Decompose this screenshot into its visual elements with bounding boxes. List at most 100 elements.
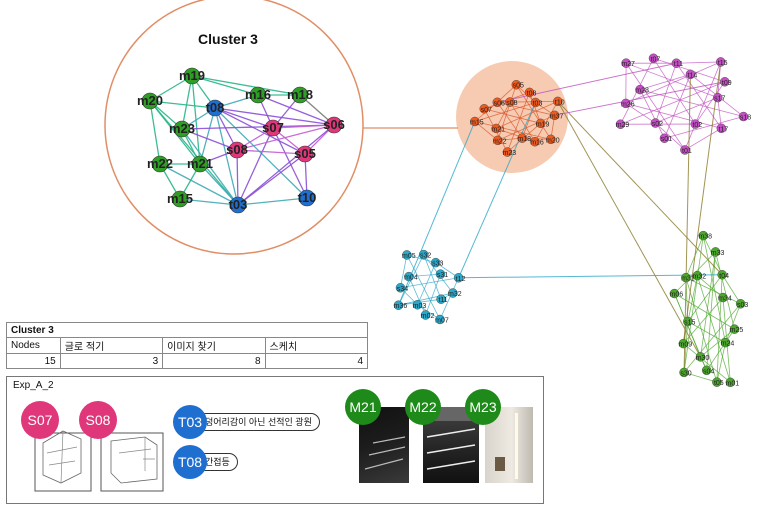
network-inter-edge bbox=[554, 81, 725, 116]
zoom-title: Cluster 3 bbox=[198, 31, 258, 47]
network-edge-pink bbox=[664, 74, 691, 139]
network-node-s04 bbox=[701, 365, 712, 376]
network-node-label-m26: m26 bbox=[621, 101, 635, 108]
exp-panel: Exp_A_2 S07 S08 덩어리감이 아닌 선적인 광원 T03 간접등 … bbox=[6, 376, 544, 504]
network-node-t15 bbox=[715, 57, 726, 67]
zoom-edge bbox=[236, 149, 239, 206]
badge-m23: M23 bbox=[465, 389, 501, 425]
network-edge-orange bbox=[474, 121, 499, 141]
network-node-s15 bbox=[683, 316, 693, 327]
network-edge-pink bbox=[620, 81, 725, 125]
network-node-t11 bbox=[671, 58, 682, 68]
network-node-m24 bbox=[720, 337, 731, 348]
network-node-label-m06: m06 bbox=[670, 292, 684, 299]
badge-t08: T08 bbox=[173, 445, 207, 479]
network-node-t08 bbox=[524, 87, 535, 98]
network-inter-edge bbox=[682, 61, 722, 344]
network-node-label-s05: s05 bbox=[513, 83, 524, 90]
zoom-node-label-s07: s07 bbox=[262, 120, 284, 135]
zoom-node-label-t08: t08 bbox=[206, 100, 225, 115]
network-node-m16 bbox=[530, 137, 540, 147]
network-node-m27 bbox=[621, 58, 631, 68]
network-node-label-t12: t12 bbox=[456, 276, 466, 283]
network-node-m05 bbox=[402, 250, 412, 260]
network-node-label-s15: s15 bbox=[684, 319, 695, 326]
network-node-m21 bbox=[491, 123, 501, 134]
network-edge-pink bbox=[653, 58, 696, 125]
network-node-label-t08: t08 bbox=[527, 90, 537, 97]
network-node-label-m20: m20 bbox=[546, 137, 560, 144]
zoom-node-t03 bbox=[229, 196, 247, 214]
network-edge-orange bbox=[484, 108, 541, 124]
sketch-drawing-1 bbox=[34, 430, 92, 492]
zoom-edge bbox=[159, 163, 239, 206]
network-node-t07 bbox=[648, 53, 659, 63]
network-node-m02 bbox=[420, 310, 431, 320]
network-node-t12 bbox=[453, 273, 464, 283]
zoom-edge bbox=[214, 107, 335, 126]
network-node-label-s34: s34 bbox=[397, 286, 408, 293]
network-node-label-m28: m28 bbox=[635, 88, 649, 95]
network-edge-green bbox=[721, 274, 741, 304]
network-node-label-t09: t09 bbox=[722, 80, 732, 87]
network-node-m07 bbox=[435, 314, 445, 325]
network-node-t01 bbox=[680, 145, 690, 155]
network-node-t04 bbox=[717, 270, 727, 280]
network-node-label-m38: m38 bbox=[698, 234, 712, 241]
network-edge-pink bbox=[676, 61, 721, 64]
network-node-m15 bbox=[470, 116, 480, 127]
network-node-m04 bbox=[404, 271, 414, 282]
network-node-label-s32: s32 bbox=[420, 253, 431, 260]
network-node-s02 bbox=[650, 118, 661, 128]
zoom-edge bbox=[149, 100, 161, 165]
network-node-label-m05: m05 bbox=[402, 253, 416, 260]
exp-title: Exp_A_2 bbox=[13, 380, 54, 391]
text-item-t08-text: 간접등 bbox=[205, 457, 230, 467]
zoom-node-label-m15: m15 bbox=[167, 191, 193, 206]
zoom-edge bbox=[199, 163, 239, 206]
zoom-node-label-t03: t03 bbox=[229, 197, 248, 212]
network-edge-green bbox=[674, 293, 735, 330]
value-sketch: 4 bbox=[264, 353, 369, 369]
network-node-label-m21: m21 bbox=[491, 126, 505, 133]
network-node-label-t05: t05 bbox=[714, 380, 724, 387]
network-node-m32c bbox=[448, 288, 458, 298]
network-edge-pink bbox=[684, 127, 722, 151]
network-edge-green bbox=[687, 274, 723, 322]
network-node-s03 bbox=[735, 299, 746, 309]
network-node-label-s07: s07 bbox=[481, 107, 492, 114]
network-node-s31 bbox=[435, 269, 446, 279]
network-node-m20 bbox=[546, 134, 556, 145]
zoom-node-label-m16: m16 bbox=[245, 87, 271, 102]
zoom-edge bbox=[257, 94, 335, 126]
network-node-label-t17: t17 bbox=[718, 126, 728, 133]
network-node-s08 bbox=[505, 97, 515, 107]
zoom-edge bbox=[179, 198, 239, 206]
network-edge-cyan bbox=[400, 254, 408, 288]
network-node-label-t11c: t11 bbox=[438, 297, 447, 304]
network-node-m34 bbox=[718, 292, 728, 303]
network-node-label-m36: m36 bbox=[394, 303, 408, 310]
network-node-label-s31: s31 bbox=[437, 272, 448, 279]
network-node-label-s18: s18 bbox=[740, 115, 751, 122]
network-edge-pink bbox=[664, 116, 744, 139]
network-node-s06 bbox=[492, 97, 502, 107]
value-nodes: 15 bbox=[6, 353, 61, 369]
network-node-s17 bbox=[713, 92, 723, 103]
network-edge-green bbox=[696, 275, 731, 383]
zoom-node-m15 bbox=[171, 190, 189, 208]
zoom-edge bbox=[199, 107, 216, 165]
network-edge-pink bbox=[625, 103, 656, 124]
zoom-node-s08 bbox=[228, 141, 246, 159]
zoom-edge bbox=[191, 75, 301, 96]
zoom-node-label-s08: s08 bbox=[226, 142, 248, 157]
zoom-node-label-t10: t10 bbox=[298, 190, 317, 205]
network-edge-green bbox=[697, 275, 724, 298]
network-node-s33 bbox=[431, 257, 441, 268]
network-node-m09 bbox=[678, 338, 689, 349]
header-writing: 글로 적기 bbox=[59, 337, 164, 354]
network-node-t14 bbox=[685, 69, 696, 80]
network-edge-orange bbox=[497, 84, 517, 141]
network-edge-cyan bbox=[408, 273, 441, 277]
